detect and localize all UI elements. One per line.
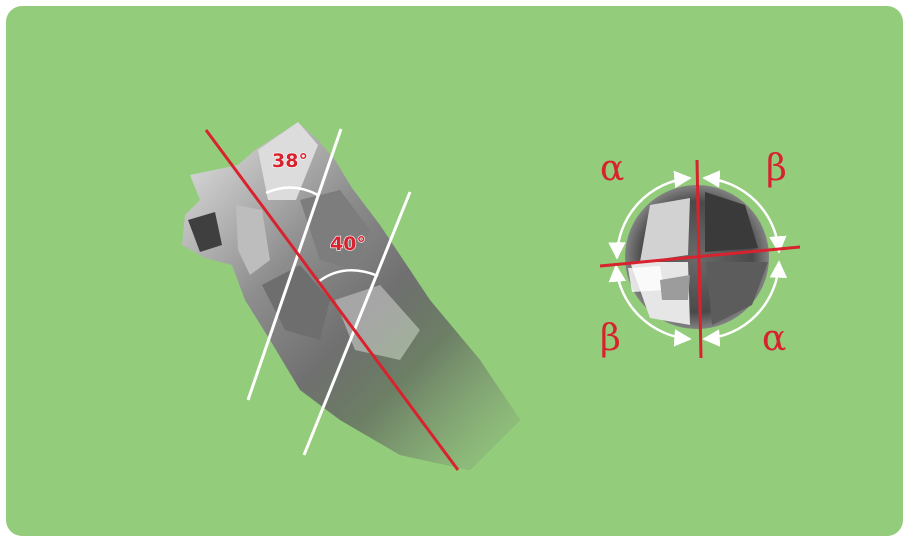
division-arc-beta-top: [702, 170, 787, 254]
flute-highlight: [628, 266, 664, 292]
helix-line-lower: [302, 191, 412, 456]
angle-arc-upper: [265, 186, 319, 197]
cross-line-vertical: [695, 159, 703, 359]
cross-line-horizontal: [599, 245, 801, 268]
helix-line-upper: [246, 128, 343, 401]
label-bottom-left: β: [600, 318, 621, 359]
end-mill-side-view: 38° 40°: [182, 122, 520, 471]
label-top-left: α: [600, 148, 624, 189]
tool-shank-fade: [182, 122, 520, 470]
angle-label-lower: 40°: [330, 233, 366, 255]
end-mill-end-view: α β β α: [599, 148, 801, 359]
division-arc-alpha-top: [608, 170, 692, 260]
division-arc-alpha-bottom: [702, 260, 788, 347]
angle-arc-lower: [317, 269, 379, 283]
label-top-right: β: [766, 148, 787, 189]
division-arc-beta-bottom: [608, 264, 692, 347]
flute-top-right: [705, 192, 758, 252]
label-bottom-right: α: [762, 318, 786, 359]
tool-axis-line: [204, 129, 460, 471]
angle-label-upper: 38°: [272, 150, 308, 172]
